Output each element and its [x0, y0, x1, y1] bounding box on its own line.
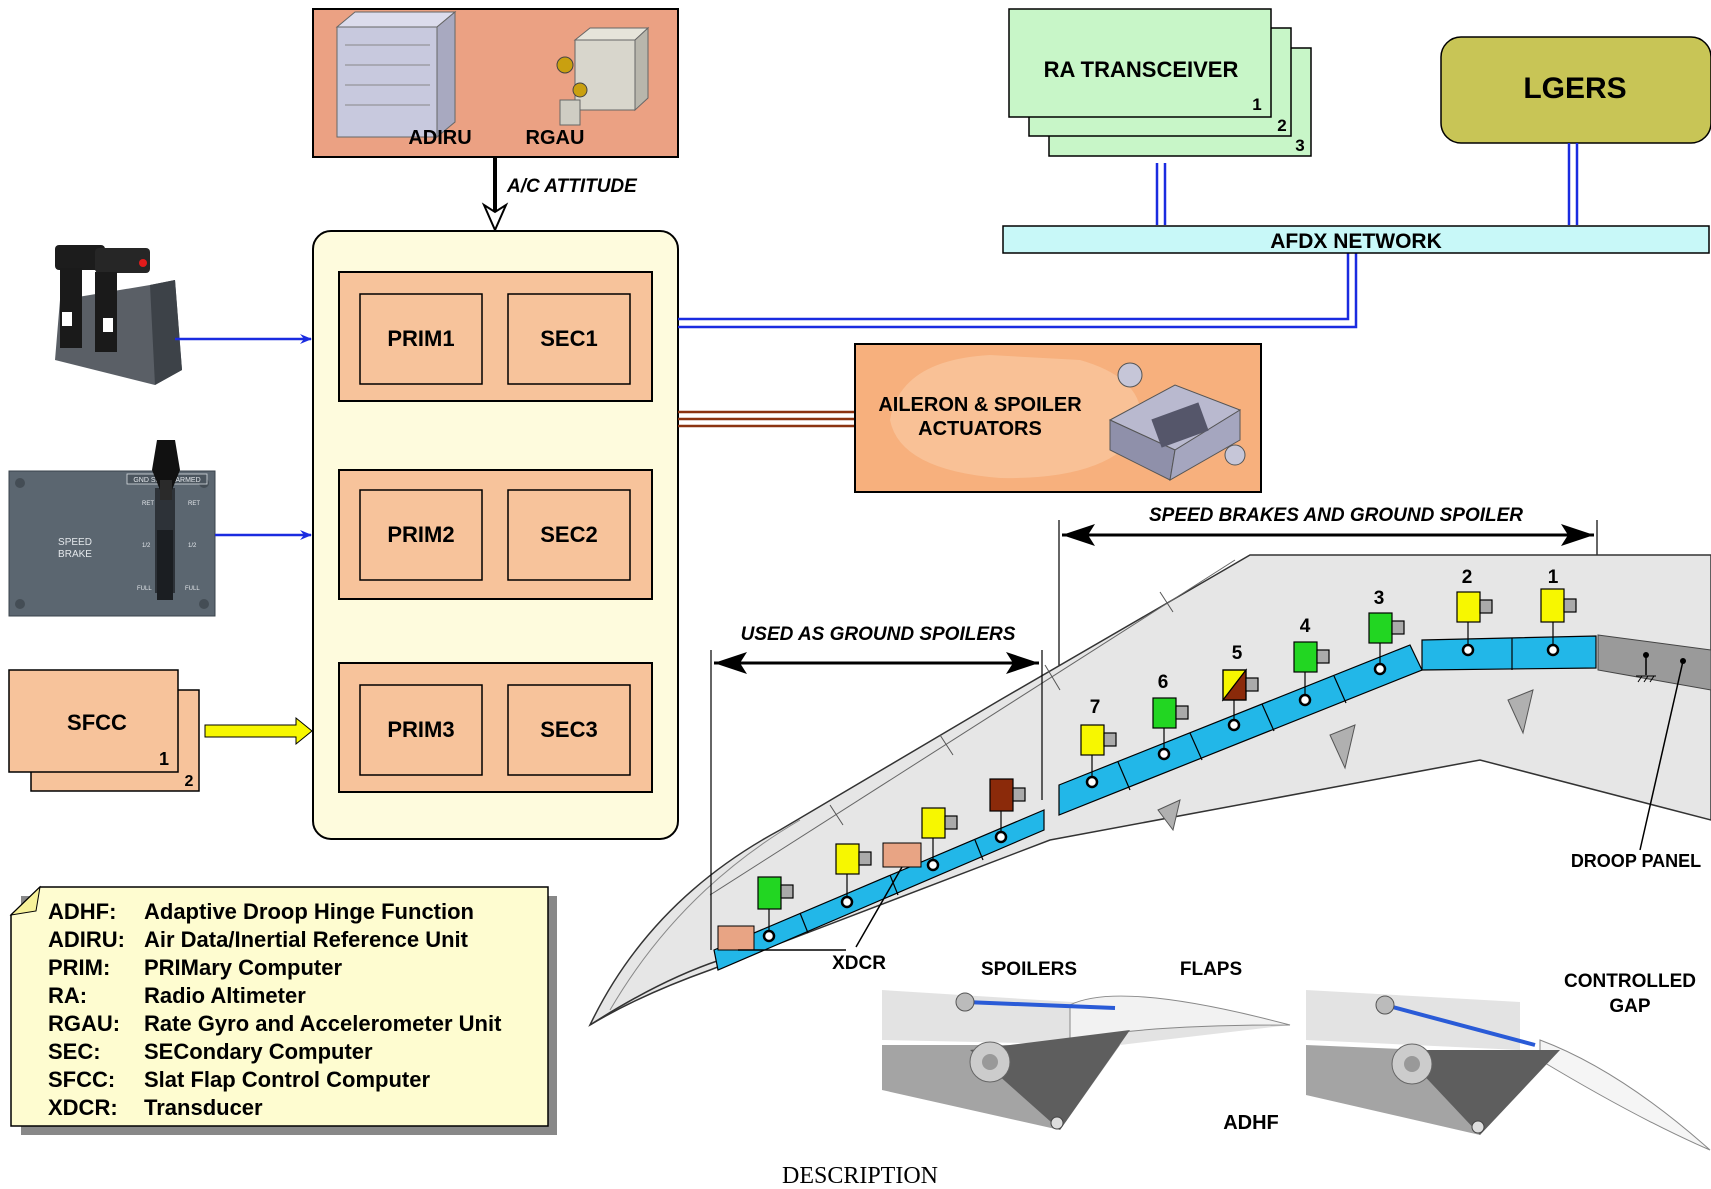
sfcc-box: SFCC 1 2: [8, 669, 200, 792]
sfcc-label: SFCC: [67, 710, 127, 735]
actuators-label-2: ACTUATORS: [918, 418, 1042, 440]
ret-left: RET: [142, 501, 154, 507]
adhf-inset-right: CONTROLLED GAP ADHF: [1223, 971, 1711, 1151]
sec2-label: SEC2: [540, 522, 597, 547]
legend-text: Slat Flap Control Computer: [144, 1067, 430, 1092]
ra-number-3: 3: [1295, 136, 1304, 155]
ground-spoilers-label: USED AS GROUND SPOILERS: [741, 624, 1016, 645]
sfcc-number-2: 2: [185, 773, 194, 790]
attitude-arrow: A/C ATTITUDE: [481, 158, 638, 233]
legend-box: ADHF: Adaptive Droop Hinge Function ADIR…: [9, 885, 557, 1135]
afdx-label: AFDX NETWORK: [1270, 230, 1442, 253]
afdx-network-bar: AFDX NETWORK: [1002, 225, 1710, 254]
spoiler-number-5: 5: [1232, 643, 1243, 664]
ra-transceiver-label: RA TRANSCEIVER: [1044, 57, 1239, 82]
legend-abbr: RGAU:: [48, 1011, 120, 1036]
adiru-unit-image: [335, 10, 457, 139]
actuators-label-1: AILERON & SPOILER: [878, 394, 1082, 416]
actuator-link: [678, 410, 855, 428]
rgau-label: RGAU: [526, 127, 585, 149]
spoiler-number-3: 3: [1374, 588, 1385, 609]
legend-text: Air Data/Inertial Reference Unit: [144, 927, 469, 952]
controlled-gap-label-2: GAP: [1609, 996, 1651, 1017]
sfcc-arrow: [204, 716, 313, 746]
attitude-label: A/C ATTITUDE: [506, 176, 638, 197]
adhf-spoilers-label: SPOILERS: [981, 959, 1077, 980]
computer-group-2: PRIM2 SEC2: [338, 469, 653, 600]
legend-text: Adaptive Droop Hinge Function: [144, 899, 474, 924]
legend-abbr: ADHF:: [48, 899, 116, 924]
full-left: FULL: [137, 586, 152, 592]
rgau-unit-image: [556, 26, 650, 126]
droop-panel-label: DROOP PANEL: [1571, 851, 1701, 871]
speed-brake-label-1: SPEED: [58, 537, 92, 548]
page-caption: DESCRIPTION: [782, 1163, 938, 1189]
legend-abbr: XDCR:: [48, 1095, 118, 1120]
half-left: 1/2: [142, 543, 151, 549]
ra-number-1: 1: [1252, 95, 1261, 114]
adiru-label: ADIRU: [408, 127, 471, 149]
legend-rows: ADHF: Adaptive Droop Hinge Function ADIR…: [48, 899, 502, 1120]
prim1-label: PRIM1: [387, 326, 454, 351]
adhf-inset-left: SPOILERS FLAPS: [882, 959, 1291, 1130]
ret-right: RET: [188, 501, 200, 507]
droop-panel-callout: DROOP PANEL: [1571, 652, 1701, 871]
legend-abbr: ADIRU:: [48, 927, 125, 952]
adhf-title-label: ADHF: [1223, 1112, 1279, 1134]
legend-abbr: RA:: [48, 983, 87, 1008]
adiru-rgau-box: ADIRU RGAU: [312, 8, 679, 158]
legend-text: SECondary Computer: [144, 1039, 373, 1064]
legend-text: Radio Altimeter: [144, 983, 306, 1008]
ra-transceiver-stack: RA TRANSCEIVER 1 2 3: [1008, 8, 1312, 157]
adhf-flaps-label: FLAPS: [1180, 959, 1242, 980]
legend-abbr: SEC:: [48, 1039, 101, 1064]
actuators-box: AILERON & SPOILER ACTUATORS: [854, 343, 1262, 493]
speed-brake-label-2: BRAKE: [58, 549, 92, 560]
ra-number-2: 2: [1277, 116, 1286, 135]
spoiler-number-4: 4: [1300, 616, 1311, 637]
xdcr-label: XDCR: [832, 953, 886, 974]
sec1-label: SEC1: [540, 326, 597, 351]
xdcr-sensors: XDCR: [717, 842, 922, 974]
afdx-links: [678, 143, 1579, 329]
legend-abbr: SFCC:: [48, 1067, 115, 1092]
lgers-label: LGERS: [1523, 72, 1626, 105]
computer-group-3: PRIM3 SEC3: [338, 662, 653, 793]
legend-abbr: PRIM:: [48, 955, 110, 980]
spoiler-actuators: [757, 588, 1577, 943]
spoiler-number-1: 1: [1548, 567, 1559, 588]
spoiler-numbers: 1 2 3 4 5 6 7: [1090, 567, 1559, 718]
computer-cabinet: PRIM1 SEC1 PRIM2 SEC2 PRIM3 SEC3: [312, 230, 679, 840]
sfcc-number-1: 1: [159, 749, 169, 769]
computer-group-1: PRIM1 SEC1: [338, 271, 653, 402]
legend-text: Transducer: [144, 1095, 263, 1120]
half-right: 1/2: [188, 543, 197, 549]
spoiler-number-7: 7: [1090, 697, 1101, 718]
full-right: FULL: [185, 586, 200, 592]
legend-text: Rate Gyro and Accelerometer Unit: [144, 1011, 502, 1036]
controlled-gap-label-1: CONTROLLED: [1564, 971, 1696, 992]
speed-brake-panel: GND SPLRS ARMED RET RET 1/2 1/2 FULL FUL…: [8, 440, 216, 617]
spoiler-number-2: 2: [1462, 567, 1473, 588]
wing-illustration: [588, 554, 1711, 1027]
lgers-box: LGERS: [1440, 36, 1711, 144]
actuator-unit-image: [1108, 362, 1246, 481]
sec3-label: SEC3: [540, 717, 597, 742]
prim3-label: PRIM3: [387, 717, 454, 742]
throttle-lever-image: [55, 245, 182, 385]
speed-brakes-dimension: SPEED BRAKES AND GROUND SPOILER: [1058, 505, 1598, 785]
ground-spoilers-dimension: USED AS GROUND SPOILERS: [710, 624, 1043, 950]
prim2-label: PRIM2: [387, 522, 454, 547]
legend-text: PRIMary Computer: [144, 955, 342, 980]
speed-brakes-label: SPEED BRAKES AND GROUND SPOILER: [1149, 505, 1523, 526]
spoiler-number-6: 6: [1158, 672, 1169, 693]
